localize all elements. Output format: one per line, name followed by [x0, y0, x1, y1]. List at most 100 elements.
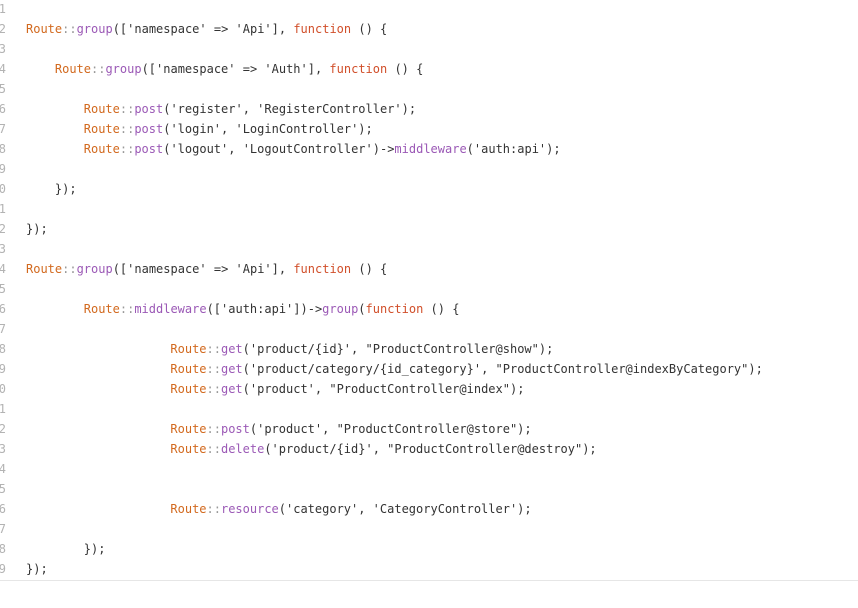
method-name: get: [220, 342, 243, 356]
line-number: 9: [0, 159, 6, 179]
line-number: 3: [0, 39, 6, 59]
method-name: get: [220, 362, 243, 376]
class-name: Route: [83, 142, 120, 156]
code-content: });: [26, 559, 48, 579]
keyword: function: [293, 22, 352, 36]
line-number: 14: [0, 259, 6, 279]
line-number: 17: [0, 319, 6, 339]
class-name: Route: [83, 102, 120, 116]
method-name: group: [105, 62, 142, 76]
code-line: 10});: [0, 179, 858, 199]
line-number: 1: [0, 0, 6, 19]
code-line: 2 Route::group(['namespace' => 'Api'], fu…: [0, 19, 858, 39]
code-line: 23 Route::delete('product/{id}', "Product…: [0, 439, 858, 459]
line-number: 2: [0, 19, 6, 39]
class-name: Route: [83, 302, 120, 316]
code-content: Route::post('product', "ProductControlle…: [26, 419, 531, 439]
code-content: Route::group(['namespace' => 'Api'], fun…: [26, 19, 387, 39]
code-line: 24: [0, 459, 858, 479]
code-line: 9: [0, 159, 858, 179]
code-content: });: [26, 179, 77, 199]
line-number: 27: [0, 519, 6, 539]
method-name: middleware: [134, 302, 207, 316]
class-name: Route: [83, 122, 120, 136]
scope-operator: ::: [206, 422, 221, 436]
code-text: });: [54, 182, 77, 196]
scope-operator: ::: [119, 102, 135, 116]
code-content: Route::resource('category', 'CategoryCon…: [26, 499, 531, 519]
scope-operator: ::: [206, 502, 221, 516]
code-text: () {: [423, 302, 460, 316]
code-line: 25: [0, 479, 858, 499]
line-number: 26: [0, 499, 6, 519]
code-content: Route::post('logout', 'LogoutController'…: [26, 139, 561, 159]
code-lines: 12Route::group(['namespace' => 'Api'], f…: [0, 0, 858, 579]
code-text: (['namespace' => 'Auth'],: [141, 62, 330, 76]
line-number: 28: [0, 539, 6, 559]
code-line: 29});: [0, 559, 858, 579]
scope-operator: ::: [206, 442, 221, 456]
scope-operator: ::: [119, 122, 135, 136]
code-line: 14Route::group(['namespace' => 'Api'], f…: [0, 259, 858, 279]
code-content: Route::delete('product/{id}', "ProductCo…: [26, 439, 597, 459]
code-content: Route::post('register', 'RegisterControl…: [26, 99, 416, 119]
line-number: 21: [0, 399, 6, 419]
line-number: 11: [0, 199, 6, 219]
code-content: Route::get('product', "ProductController…: [26, 379, 524, 399]
code-viewer: 12Route::group(['namespace' => 'Api'], f…: [0, 0, 858, 581]
code-line: 11: [0, 199, 858, 219]
code-text: (['auth:api'])->: [206, 302, 323, 316]
code-line: 22 Route::post('product', "ProductControl…: [0, 419, 858, 439]
line-number: 22: [0, 419, 6, 439]
code-line: 7Route::post('login', 'LoginController')…: [0, 119, 858, 139]
line-number: 6: [0, 99, 6, 119]
keyword: function: [365, 302, 424, 316]
code-text: ('product/{id}', "ProductController@dest…: [264, 442, 597, 456]
code-line: 26 Route::resource('category', 'CategoryC…: [0, 499, 858, 519]
code-text: () {: [351, 262, 388, 276]
line-number: 12: [0, 219, 6, 239]
code-text: (['namespace' => 'Api'],: [112, 262, 294, 276]
code-content: Route::group(['namespace' => 'Auth'], fu…: [26, 59, 423, 79]
line-number: 10: [0, 179, 6, 199]
code-text: ('product', "ProductController@index");: [242, 382, 525, 396]
scope-operator: ::: [91, 62, 106, 76]
line-number: 15: [0, 279, 6, 299]
method-name: resource: [220, 502, 279, 516]
code-line: 1: [0, 0, 858, 19]
class-name: Route: [170, 382, 207, 396]
code-line: 18 Route::get('product/{id}', "ProductCon…: [0, 339, 858, 359]
method-name: get: [220, 382, 243, 396]
code-line: 8 Route::post('logout', 'LogoutController…: [0, 139, 858, 159]
line-number: 8: [0, 139, 6, 159]
method-name: group: [76, 262, 113, 276]
code-text: () {: [351, 22, 388, 36]
line-number: 23: [0, 439, 6, 459]
line-number: 25: [0, 479, 6, 499]
class-name: Route: [170, 502, 207, 516]
code-content: });: [26, 219, 48, 239]
class-name: Route: [26, 22, 63, 36]
scope-operator: ::: [206, 342, 221, 356]
code-content: Route::get('product/{id}', "ProductContr…: [26, 339, 553, 359]
scope-operator: ::: [119, 142, 135, 156]
code-line: 27: [0, 519, 858, 539]
code-text: });: [26, 222, 48, 236]
code-text: (: [358, 302, 366, 316]
scope-operator: ::: [206, 382, 221, 396]
code-line: 6 Route::post('register', 'RegisterContro…: [0, 99, 858, 119]
code-line: 15: [0, 279, 858, 299]
code-content: Route::middleware(['auth:api'])->group(f…: [26, 299, 460, 319]
code-text: ('register', 'RegisterController');: [163, 102, 417, 116]
method-name: delete: [220, 442, 265, 456]
line-number: 5: [0, 79, 6, 99]
code-line: 4 Route::group(['namespace' => 'Auth'], f…: [0, 59, 858, 79]
code-content: Route::get('product/category/{id_categor…: [26, 359, 762, 379]
code-text: (['namespace' => 'Api'],: [112, 22, 294, 36]
line-number: 4: [0, 59, 6, 79]
scope-operator: ::: [206, 362, 221, 376]
line-number: 19: [0, 359, 6, 379]
line-number: 13: [0, 239, 6, 259]
scope-operator: ::: [119, 302, 135, 316]
line-number: 18: [0, 339, 6, 359]
